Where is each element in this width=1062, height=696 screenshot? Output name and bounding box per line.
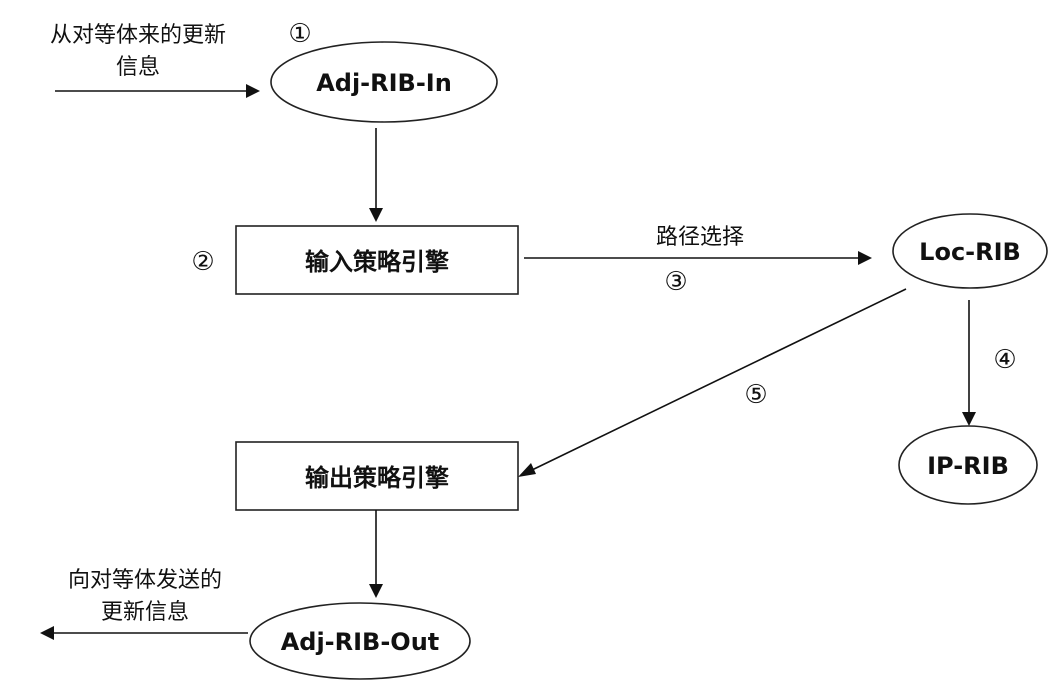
outgoing-updates-label-line2: 更新信息 — [101, 600, 189, 625]
edge-loc-rib-to-output-policy — [518, 288, 907, 477]
step-1-marker: ① — [288, 19, 311, 49]
adj-rib-in-label: Adj-RIB-In — [316, 69, 452, 97]
edge-incoming-to-adj-rib-in — [55, 84, 260, 98]
step-4-marker: ④ — [993, 345, 1016, 375]
node-adj-rib-in: Adj-RIB-In — [270, 41, 498, 123]
edge-adj-rib-in-to-input-policy — [369, 128, 383, 222]
ip-rib-label: IP-RIB — [927, 452, 1009, 480]
step-3-marker: ③ — [664, 267, 687, 297]
node-ip-rib: IP-RIB — [898, 425, 1038, 505]
edge-loc-rib-to-ip-rib — [962, 300, 976, 426]
input-policy-engine-label: 输入策略引擎 — [305, 248, 449, 276]
node-loc-rib: Loc-RIB — [892, 213, 1048, 289]
route-selection-label: 路径选择 — [656, 225, 744, 250]
node-input-policy-engine: 输入策略引擎 — [235, 225, 519, 295]
step-5-marker: ⑤ — [744, 380, 767, 410]
output-policy-engine-label: 输出策略引擎 — [305, 464, 449, 492]
edge-adj-rib-out-to-peers — [40, 626, 248, 640]
edge-output-policy-to-adj-rib-out — [369, 510, 383, 598]
outgoing-updates-label-line1: 向对等体发送的 — [68, 568, 222, 593]
incoming-updates-label-line1: 从对等体来的更新 — [50, 23, 226, 48]
adj-rib-out-label: Adj-RIB-Out — [281, 628, 440, 656]
node-adj-rib-out: Adj-RIB-Out — [249, 602, 471, 680]
edge-input-policy-to-loc-rib — [524, 251, 872, 265]
loc-rib-label: Loc-RIB — [919, 238, 1021, 266]
incoming-updates-label-line2: 信息 — [116, 55, 160, 80]
node-output-policy-engine: 输出策略引擎 — [235, 441, 519, 511]
step-2-marker: ② — [191, 247, 214, 277]
